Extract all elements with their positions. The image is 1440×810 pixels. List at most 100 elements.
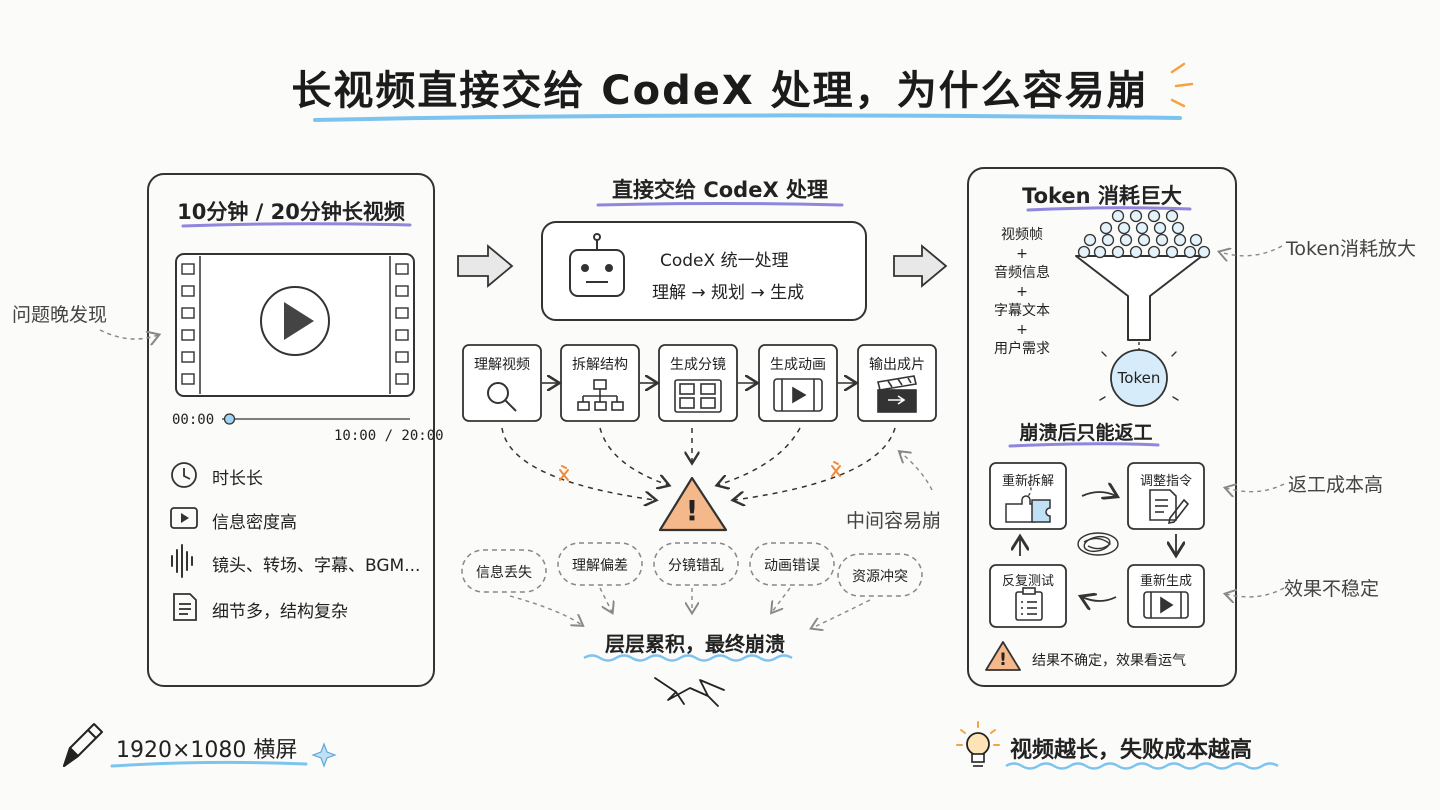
error-animation: 动画错误	[764, 558, 820, 574]
left-panel-frame	[147, 173, 435, 687]
codex-flow: 理解 → 规划 → 生成	[652, 283, 805, 303]
time-start: 00:00	[172, 412, 215, 428]
token-dot	[1189, 233, 1203, 247]
cycle-retest: 反复测试	[1001, 574, 1054, 589]
regenerate-video-icon	[1143, 591, 1189, 619]
token-dot	[1099, 221, 1113, 235]
input-audio: 音频信息	[994, 265, 1050, 281]
robot-icon	[569, 233, 625, 297]
token-dot	[1083, 233, 1097, 247]
warning-icon-right	[985, 641, 1021, 671]
warning-mark-right: !	[999, 650, 1007, 670]
audio-wave-icon	[171, 544, 193, 578]
right-panel-heading: Token 消耗巨大	[1022, 184, 1182, 208]
token-circle	[1110, 349, 1168, 407]
token-dot	[1119, 233, 1133, 247]
magnifier-icon	[487, 382, 517, 412]
input-plus: +	[1016, 322, 1028, 338]
animation-icon	[773, 378, 823, 412]
right-panel-frame	[967, 167, 1237, 687]
token-dot	[1171, 221, 1185, 235]
step-output: 输出成片	[869, 357, 925, 373]
note-rework-cost: 返工成本高	[1288, 474, 1384, 496]
error-info-loss: 信息丢失	[476, 565, 532, 581]
result-squiggle	[583, 654, 793, 662]
note-token-amplify: Token消耗放大	[1286, 238, 1417, 260]
token-dot	[1111, 245, 1125, 259]
input-user-needs: 用户需求	[994, 341, 1050, 357]
center-heading: 直接交给 CodeX 处理	[612, 178, 828, 202]
storyboard-icon	[674, 379, 722, 413]
input-plus: +	[1016, 284, 1028, 300]
cycle-regenerate: 重新生成	[1139, 574, 1192, 589]
feature-density: 信息密度高	[212, 513, 297, 533]
funnel-icon	[1075, 209, 1211, 341]
codex-box	[541, 221, 867, 321]
edit-document-icon	[1149, 489, 1190, 525]
clock-icon	[171, 462, 197, 488]
feature-elements: 镜头、转场、字幕、BGM...	[212, 556, 421, 576]
token-inputs-list: 视频帧 + 音频信息 + 字幕文本 + 用户需求	[986, 226, 1058, 359]
arrow-center-to-right	[893, 244, 948, 288]
step-understand: 理解视频	[474, 357, 530, 373]
puzzle-icon	[1005, 481, 1051, 523]
token-dot	[1129, 209, 1143, 223]
cycle-redecompose: 重新拆解	[1001, 474, 1054, 489]
token-dot	[1117, 221, 1131, 235]
time-end: 10:00 / 20:00	[334, 428, 444, 444]
crack-mark	[654, 677, 725, 707]
hierarchy-icon	[577, 379, 624, 411]
token-dot	[1173, 233, 1187, 247]
checklist-icon	[1015, 587, 1043, 621]
document-icon	[173, 593, 197, 621]
token-dot	[1147, 245, 1161, 259]
error-storyboard-chaos: 分镜错乱	[668, 558, 724, 574]
step-storyboard: 生成分镜	[670, 357, 726, 373]
input-subtitles: 字幕文本	[994, 303, 1050, 319]
video-icon	[170, 507, 198, 529]
token-dot	[1153, 221, 1167, 235]
token-dot	[1135, 221, 1149, 235]
token-dot	[1101, 233, 1115, 247]
token-dot	[1165, 209, 1179, 223]
error-bubbles	[461, 542, 923, 597]
step-decompose: 拆解结构	[572, 357, 628, 373]
codex-title: CodeX 统一处理	[660, 251, 789, 271]
feature-complexity: 细节多，结构复杂	[212, 602, 348, 622]
warning-mark-center: !	[685, 494, 699, 527]
token-dot	[1129, 245, 1143, 259]
token-dot	[1165, 245, 1179, 259]
warning-icon-center	[658, 476, 728, 532]
conclusion-text: 视频越长，失败成本越高	[1010, 738, 1253, 763]
page-title: 长视频直接交给 CodeX 处理，为什么容易崩	[291, 68, 1149, 114]
resolution-label: 1920×1080 横屏	[116, 738, 298, 763]
token-dot	[1137, 233, 1151, 247]
note-late-discovery: 问题晚发现	[12, 304, 108, 326]
note-middle-crash: 中间容易崩	[846, 510, 942, 532]
input-plus: +	[1016, 246, 1028, 262]
input-video-frames: 视频帧	[1001, 227, 1043, 243]
rework-footer: 结果不确定，效果看运气	[1032, 653, 1186, 669]
rework-heading: 崩溃后只能返工	[1019, 422, 1153, 444]
progress-knob	[223, 413, 236, 425]
error-misunderstanding: 理解偏差	[572, 558, 628, 574]
result-text: 层层累积，最终崩溃	[605, 632, 785, 656]
token-dot	[1147, 209, 1161, 223]
title-underline	[313, 113, 1182, 122]
arrow-left-to-center	[457, 244, 514, 288]
clapperboard-icon	[877, 375, 917, 413]
token-dot	[1111, 209, 1125, 223]
tangle-icon	[1077, 532, 1119, 556]
break-marks	[559, 461, 841, 481]
sparkle-icon	[311, 742, 337, 768]
play-icon	[260, 286, 330, 356]
token-dot	[1077, 245, 1091, 259]
lightbulb-icon	[956, 721, 1000, 767]
token-dot	[1093, 245, 1107, 259]
pencil-icon	[63, 723, 103, 767]
error-resource-conflict: 资源冲突	[852, 569, 908, 585]
token-dot	[1197, 245, 1211, 259]
feature-duration: 时长长	[212, 469, 263, 489]
left-panel-heading: 10分钟 / 20分钟长视频	[177, 200, 405, 224]
step-animate: 生成动画	[770, 357, 826, 373]
